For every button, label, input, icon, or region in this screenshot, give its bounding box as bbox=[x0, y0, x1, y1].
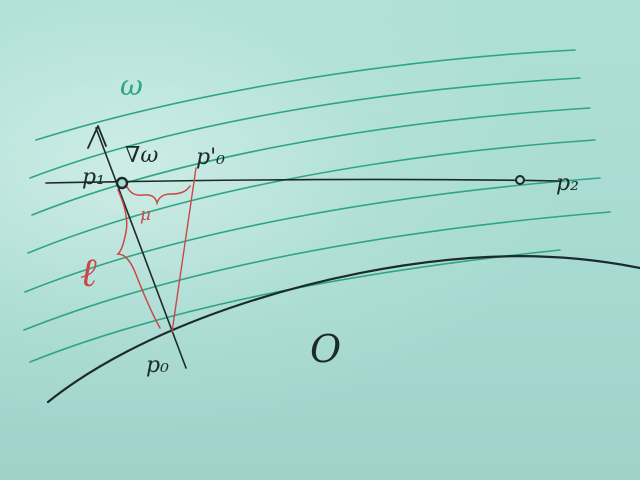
label-p2: p₂ bbox=[556, 171, 579, 196]
level-set-curve bbox=[31, 107, 591, 216]
level-set-curves bbox=[23, 49, 611, 363]
level-set-curve bbox=[27, 139, 596, 254]
point-p1 bbox=[115, 176, 129, 190]
point-p2 bbox=[515, 175, 525, 185]
brace-mu bbox=[126, 185, 191, 206]
level-set-curve bbox=[29, 249, 561, 363]
level-set-curve bbox=[23, 211, 611, 331]
segment-p1-p2 bbox=[45, 178, 561, 184]
label-p1: p₁ bbox=[82, 165, 105, 190]
label-ell: ℓ bbox=[80, 250, 97, 296]
red-line-p0prime-p0 bbox=[171, 167, 197, 333]
label-obstacle: O bbox=[310, 327, 341, 371]
level-set-curve bbox=[29, 77, 581, 179]
level-set-curve bbox=[24, 177, 601, 293]
brace-ell bbox=[116, 189, 161, 329]
label-omega: ω bbox=[120, 69, 143, 102]
gradient-line bbox=[95, 127, 187, 369]
gradient-arrow-head bbox=[87, 125, 107, 149]
label-p0: p₀ bbox=[146, 353, 169, 378]
level-set-curve bbox=[35, 49, 576, 141]
label-mu: μ bbox=[140, 205, 151, 225]
label-grad-omega: ∇ω bbox=[125, 143, 158, 168]
label-p0-prime: p'₀ bbox=[196, 145, 225, 170]
obstacle-boundary bbox=[46, 255, 640, 404]
